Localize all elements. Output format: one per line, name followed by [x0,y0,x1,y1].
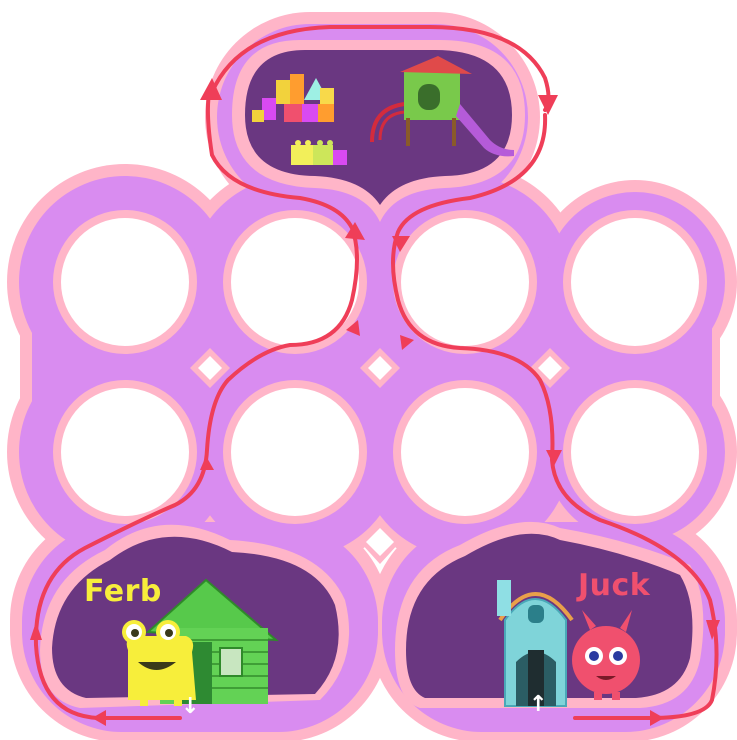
cell-r1-c4 [563,210,707,354]
juck-name-label: Juck [578,568,650,603]
cell-r2-c2 [223,380,367,524]
cell-r1-c1 [53,210,197,354]
up-arrow-icon: ↑ [529,694,547,716]
cell-r2-c1 [53,380,197,524]
cell-r1-c2 [223,210,367,354]
cell-r2-c4 [563,380,707,524]
down-arrow-icon: ↓ [181,696,199,718]
ferb-name-label: Ferb [84,574,162,609]
cell-r2-c3 [393,380,537,524]
